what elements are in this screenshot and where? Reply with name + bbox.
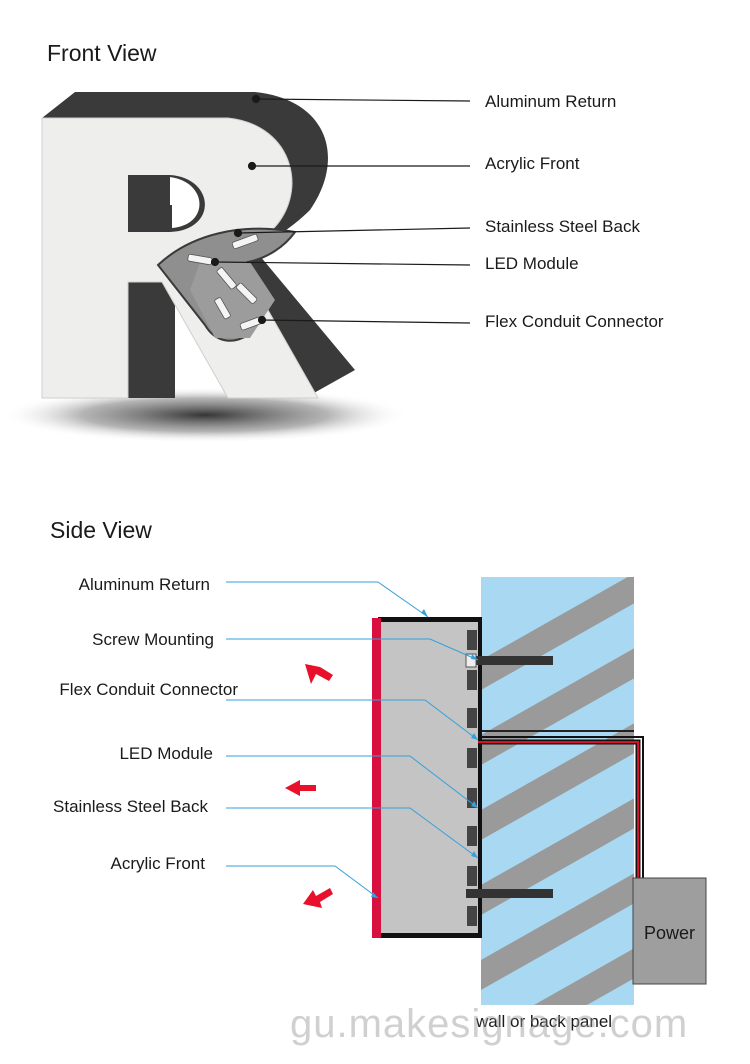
side-leaders	[226, 581, 479, 899]
side-label-aluminum-return: Aluminum Return	[78, 575, 210, 594]
front-view-title: Front View	[47, 40, 157, 66]
side-label-led-module: LED Module	[119, 744, 213, 763]
front-leaders	[210, 94, 471, 325]
power-wire-outline	[478, 736, 644, 880]
front-label-stainless-steel-back: Stainless Steel Back	[485, 217, 640, 236]
power-wire-red	[478, 741, 639, 880]
watermark: gu.makesignage.com	[290, 1002, 689, 1046]
letter-shadow	[0, 387, 410, 443]
side-label-acrylic-front: Acrylic Front	[110, 854, 205, 873]
sign-body-side	[372, 617, 553, 938]
light-arrows	[285, 664, 333, 908]
letter-counter-inner	[170, 177, 200, 228]
side-leader-tips	[371, 609, 478, 898]
front-label-flex-conduit-connector: Flex Conduit Connector	[485, 312, 664, 331]
wall-panel	[481, 577, 634, 1005]
side-label-stainless-steel-back: Stainless Steel Back	[53, 797, 208, 816]
front-label-aluminum-return: Aluminum Return	[485, 92, 617, 111]
power-supply-box	[632, 877, 707, 985]
side-label-flex-conduit-connector: Flex Conduit Connector	[59, 680, 238, 699]
front-label-acrylic-front: Acrylic Front	[485, 154, 580, 173]
wall-panel-label: wall or back panel	[476, 1012, 613, 1031]
side-view-title: Side View	[50, 517, 152, 543]
side-label-screw-mounting: Screw Mounting	[92, 630, 214, 649]
front-label-led-module: LED Module	[485, 254, 579, 273]
power-label: Power	[643, 923, 696, 943]
